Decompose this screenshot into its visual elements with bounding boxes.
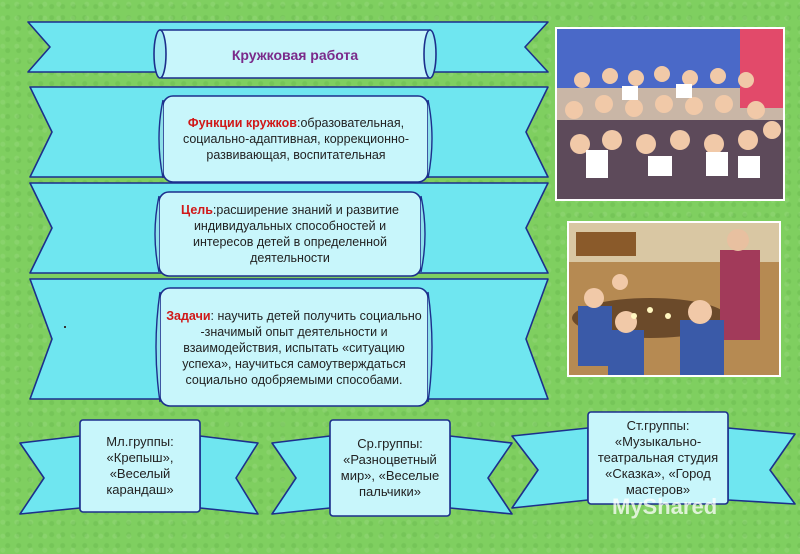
goal-text: Цель:расширение знаний и развитие индиви…: [168, 202, 412, 266]
middle-groups-box: Ср.группы: «Разноцветный мир», «Веселые …: [336, 424, 444, 512]
photo-children-activity: [567, 221, 781, 377]
middle-groups-text: Ср.группы: «Разноцветный мир», «Веселые …: [340, 436, 440, 499]
scroll-senior: [587, 411, 729, 505]
functions-sep: :: [296, 116, 301, 130]
scroll-middle: [329, 419, 451, 517]
banner-junior: [19, 435, 81, 515]
goal-content: расширение знаний и развитие индивидуаль…: [193, 203, 399, 265]
page-title: Кружковая работа: [231, 47, 359, 63]
goal-sep: :: [212, 203, 217, 217]
functions-text: Функции кружков:образовательная, социаль…: [172, 115, 420, 163]
scroll-junior: [79, 419, 201, 513]
tasks-text: Задачи: научить детей получить социально…: [166, 308, 422, 388]
stray-dot: [64, 326, 66, 328]
tasks-label: Задачи: [166, 309, 211, 323]
functions-box: Функции кружков:образовательная, социаль…: [172, 100, 420, 178]
functions-label: Функции кружков: [187, 116, 297, 130]
watermark-logo: MyShared: [612, 494, 718, 519]
junior-groups-box: Мл.группы: «Крепыш», «Веселый карандаш»: [86, 424, 194, 508]
banner-senior: [511, 427, 589, 509]
title-box: Кружковая работа: [166, 38, 424, 72]
photo-children-group: [555, 27, 785, 201]
banner-middle: [271, 435, 331, 515]
functions-content: образовательная, социально-адаптивная, к…: [182, 116, 410, 162]
senior-groups-box: Ст.группы: «Музыкально-театральная студи…: [594, 416, 722, 500]
senior-groups-text: Ст.группы: «Музыкально-театральная студи…: [597, 418, 719, 497]
tasks-content: : научить детей получить социально -знач…: [182, 309, 422, 387]
goal-label: Цель: [181, 203, 213, 217]
junior-groups-text: Мл.группы: «Крепыш», «Веселый карандаш»: [106, 434, 174, 497]
tasks-box: Задачи: научить детей получить социально…: [166, 294, 422, 402]
goal-box: Цель:расширение знаний и развитие индиви…: [168, 196, 412, 272]
